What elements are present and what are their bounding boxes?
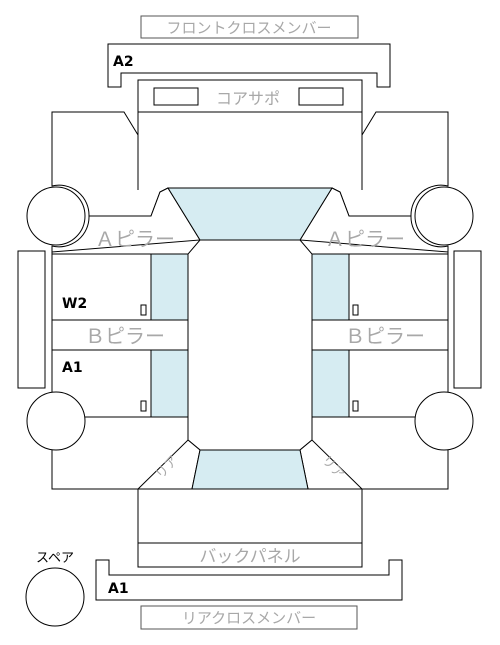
spare-tire-label: スペア xyxy=(36,551,74,566)
left-b-pillar xyxy=(51,319,191,351)
left-b-pillar-label: Ｂピラー xyxy=(85,324,165,348)
engine-bay xyxy=(137,112,363,190)
front-bracket xyxy=(107,43,391,88)
left-side-upper-marker: W2 xyxy=(62,296,87,312)
right-front-window xyxy=(311,253,350,321)
spare-tire-circle xyxy=(25,567,85,627)
core-support-label: コアサポ xyxy=(216,89,280,108)
right-rear-wheel xyxy=(414,391,474,451)
right-a-pillar-label: Ａピラー xyxy=(325,227,405,251)
back-panel: バックパネル xyxy=(137,542,363,568)
left-rear-door-handle xyxy=(140,400,147,412)
front-cross-member: フロントクロスメンバー xyxy=(140,15,359,39)
trunk xyxy=(137,488,363,544)
left-front-wheel xyxy=(26,186,86,246)
right-front-door-handle xyxy=(352,304,359,316)
right-rear-door-handle xyxy=(352,400,359,412)
left-rear-window xyxy=(150,349,189,418)
rear-cross-member: リアクロスメンバー xyxy=(140,605,358,630)
rear-marker: A1 xyxy=(108,581,129,597)
back-panel-label: バックパネル xyxy=(199,547,300,567)
front-marker: A2 xyxy=(113,54,134,70)
rear-cross-member-label: リアクロスメンバー xyxy=(182,609,316,627)
core-support: コアサポ xyxy=(137,79,363,113)
left-side-panel xyxy=(17,250,46,389)
right-front-wheel xyxy=(414,186,474,246)
left-front-door-handle xyxy=(140,304,147,316)
right-b-pillar xyxy=(309,319,449,351)
spare-tire: スペア xyxy=(25,551,85,627)
left-a-pillar-label: Ａピラー xyxy=(95,227,175,251)
roof xyxy=(187,239,313,451)
right-rear-window xyxy=(311,349,350,418)
left-rear-wheel xyxy=(26,391,86,451)
rear-bracket xyxy=(95,559,403,601)
left-front-window xyxy=(150,253,189,321)
right-side-panel xyxy=(453,250,482,389)
left-side-lower-marker: A1 xyxy=(62,360,83,376)
rear-window xyxy=(191,449,309,490)
front-cross-member-label: フロントクロスメンバー xyxy=(166,19,331,37)
right-b-pillar-label: Ｂピラー xyxy=(345,324,425,348)
